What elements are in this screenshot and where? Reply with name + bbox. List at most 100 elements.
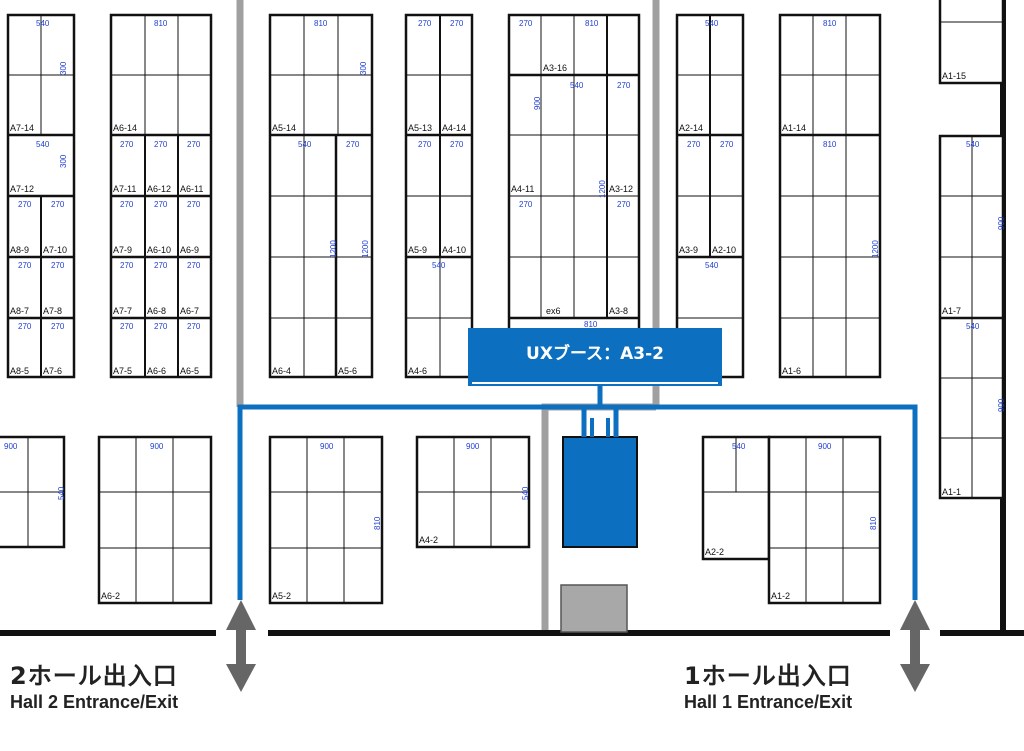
dimension-label: 900: [4, 442, 18, 451]
booth-label: A2-10: [712, 245, 736, 255]
dimension-label: 540: [966, 322, 980, 331]
booth-label: A7-6: [43, 366, 62, 376]
dimension-label: 540: [705, 261, 719, 270]
dimension-label: 300: [59, 154, 68, 168]
dimension-label: 270: [187, 261, 201, 270]
booth-label: A1-7: [942, 306, 961, 316]
booth-label: A6-7: [180, 306, 199, 316]
dimension-label: 810: [823, 140, 837, 149]
dimension-label: 300: [59, 61, 68, 75]
booth-label: A7-9: [113, 245, 132, 255]
dimension-label: 270: [51, 322, 65, 331]
booth-label: A2-2: [705, 547, 724, 557]
dimension-label: 270: [519, 200, 533, 209]
booth-label: A6-8: [147, 306, 166, 316]
booth-label: A6-6: [147, 366, 166, 376]
dimension-label: 270: [617, 200, 631, 209]
dimension-label: 270: [687, 140, 701, 149]
dimension-label: 810: [823, 19, 837, 28]
dimension-label: 270: [450, 19, 464, 28]
dimension-label: 270: [154, 200, 168, 209]
booth-label: A7-7: [113, 306, 132, 316]
callout-underline: [472, 382, 718, 384]
dimension-label: 540: [521, 486, 530, 500]
dimension-label: 270: [519, 19, 533, 28]
booth-label: A7-14: [10, 123, 34, 133]
booth-label: A4-14: [442, 123, 466, 133]
booth-label: A6-9: [180, 245, 199, 255]
dimension-label: 540: [732, 442, 746, 451]
dimension-label: 540: [705, 19, 719, 28]
booth-label: A3-12: [609, 184, 633, 194]
ux-booth-callout[interactable]: UXブース：A3-2: [468, 328, 722, 386]
booth-label: A1-2: [771, 591, 790, 601]
dimension-label: 810: [585, 19, 599, 28]
dimension-label-group: 540 810 810 270 270 270 810 540 270 540 …: [4, 19, 1006, 530]
route: [237, 386, 918, 600]
dimension-label: 540: [36, 140, 50, 149]
booth-label: A5-6: [338, 366, 357, 376]
dimension-label: 270: [18, 261, 32, 270]
exit-arrow-hall1: [900, 600, 930, 692]
booth-label: A6-4: [272, 366, 291, 376]
dimension-label: 810: [314, 19, 328, 28]
dimension-label: 270: [346, 140, 360, 149]
dimension-label: 1200: [598, 180, 607, 198]
booth-label: A1-14: [782, 123, 806, 133]
booth-label: A3-16: [543, 63, 567, 73]
booth-label: A6-11: [180, 184, 203, 194]
ux-booth[interactable]: [562, 436, 638, 548]
booth-label: A6-14: [113, 123, 137, 133]
booth-label: A5-13: [408, 123, 432, 133]
booth-label: A6-2: [101, 591, 120, 601]
dimension-label: 270: [720, 140, 734, 149]
booth-label: A1-15: [942, 71, 966, 81]
dimension-label: 270: [120, 322, 134, 331]
dimension-label: 270: [450, 140, 464, 149]
dimension-label: 270: [187, 200, 201, 209]
dimension-label: 900: [533, 96, 542, 110]
booth-label-group: A7-14 A7-12 A8-9 A7-10 A8-7 A7-8 A8-5 A7…: [10, 63, 966, 601]
dimension-label: 810: [154, 19, 168, 28]
booth-label: A6-5: [180, 366, 199, 376]
dimension-label: 1200: [871, 240, 880, 258]
booth-label: A3-8: [609, 306, 628, 316]
dimension-label: 1200: [329, 240, 338, 258]
booth-label: A2-14: [679, 123, 703, 133]
dimension-label: 540: [432, 261, 446, 270]
dimension-label: 270: [51, 261, 65, 270]
booth-label: A8-7: [10, 306, 29, 316]
booth-label: A4-2: [419, 535, 438, 545]
booth-label: A1-1: [942, 487, 961, 497]
dimension-label: 270: [120, 200, 134, 209]
booth-label: A5-9: [408, 245, 427, 255]
dimension-label: 810: [373, 516, 382, 530]
dimension-label: 270: [187, 322, 201, 331]
dimension-label: 270: [187, 140, 201, 149]
booth-label: A4-11: [511, 184, 534, 194]
dimension-label: 270: [617, 81, 631, 90]
dimension-label: 270: [154, 261, 168, 270]
dimension-label: 900: [466, 442, 480, 451]
dimension-label: 540: [966, 140, 980, 149]
dimension-label: 270: [51, 200, 65, 209]
booth-label: A8-5: [10, 366, 29, 376]
booth-label: A4-10: [442, 245, 466, 255]
hall1-exit-label-jp: 1ホール出入口: [684, 662, 852, 690]
booth-label: A7-10: [43, 245, 67, 255]
booth-label: A7-11: [113, 184, 136, 194]
booth-label: A5-14: [272, 123, 296, 133]
dimension-label: 300: [359, 61, 368, 75]
booth-label: A6-12: [147, 184, 171, 194]
dimension-label: 270: [18, 200, 32, 209]
hall2-exit-label-jp: 2ホール出入口: [10, 662, 178, 690]
dimension-label: 900: [818, 442, 832, 451]
booth-label: A7-5: [113, 366, 132, 376]
booth-label: ex6: [546, 306, 561, 316]
dimension-label: 810: [584, 320, 598, 329]
booth-label: A5-2: [272, 591, 291, 601]
booth-label: A8-9: [10, 245, 29, 255]
dimension-label: 900: [150, 442, 164, 451]
gray-facility: [560, 584, 628, 633]
